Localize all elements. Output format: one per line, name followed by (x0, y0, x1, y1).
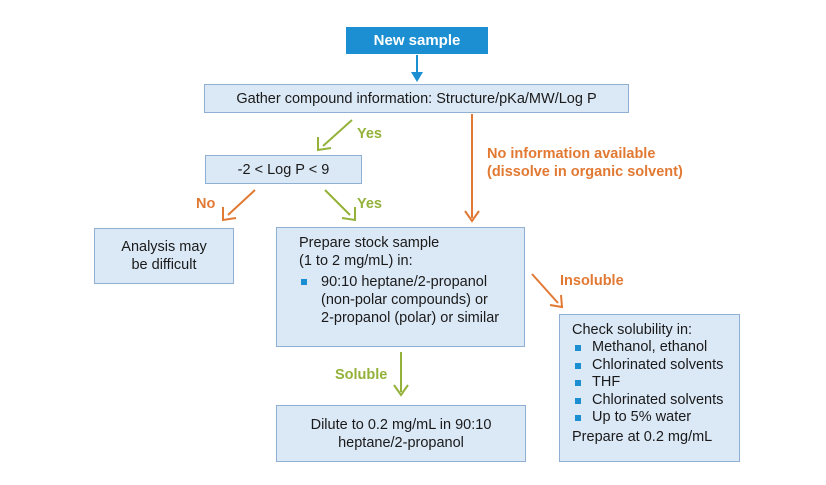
stock-solvent-list: 90:10 heptane/2-propanol (non-polar comp… (299, 273, 514, 327)
arrow-no-information (464, 114, 480, 223)
arrow-stock-to-dilute (393, 352, 409, 397)
dilute-line-1: Dilute to 0.2 mg/mL in 90:10 (310, 416, 492, 433)
new-sample-label: New sample (373, 32, 461, 49)
arrow-stock-to-solubility (531, 273, 564, 309)
gather-info-label: Gather compound information: Structure/p… (236, 90, 597, 107)
stock-solvent-line-1: 90:10 heptane/2-propanol (321, 274, 488, 290)
stock-sample-node: Prepare stock sample (1 to 2 mg/mL) in: … (276, 227, 525, 347)
stock-solvent-item: 90:10 heptane/2-propanol (non-polar comp… (299, 273, 514, 327)
new-sample-node: New sample (346, 27, 488, 54)
stock-sample-line-1: Prepare stock sample (299, 235, 440, 251)
analysis-difficult-line-2: be difficult (131, 257, 197, 273)
prepare-concentration-text: Prepare at 0.2 mg/mL (572, 428, 713, 445)
logp-condition-label: -2 < Log P < 9 (237, 161, 330, 178)
solvent-item: Chlorinated solvents (572, 357, 733, 375)
stock-sample-line-2: (1 to 2 mg/mL) in: (299, 253, 413, 269)
no-information-label: No information available (dissolve in or… (487, 145, 683, 181)
dilute-line-2: heptane/2-propanol (338, 434, 464, 451)
solvent-item: Up to 5% water (572, 409, 733, 427)
no-label: No (196, 196, 216, 212)
logp-condition-node: -2 < Log P < 9 (205, 155, 362, 184)
solvent-item: Chlorinated solvents (572, 392, 733, 410)
yes-label-top: Yes (357, 126, 382, 142)
yes-label-mid: Yes (357, 196, 382, 212)
stock-solvent-line-3: 2-propanol (polar) or similar (321, 310, 500, 326)
solvent-list: Methanol, ethanol Chlorinated solvents T… (572, 339, 733, 427)
arrow-logp-to-difficult (222, 189, 256, 222)
solvent-item: Methanol, ethanol (572, 339, 733, 357)
arrow-gather-to-logp (317, 119, 353, 152)
arrow-logp-to-stock (324, 189, 356, 222)
no-information-line-2: (dissolve in organic solvent) (487, 164, 683, 180)
no-information-line-1: No information available (487, 146, 656, 162)
soluble-label: Soluble (335, 367, 388, 383)
solvent-item: THF (572, 374, 733, 392)
gather-info-node: Gather compound information: Structure/p… (204, 84, 629, 113)
analysis-difficult-line-1: Analysis may (121, 239, 207, 255)
analysis-difficult-node: Analysis may be difficult (94, 228, 234, 284)
dilute-node: Dilute to 0.2 mg/mL in 90:10 heptane/2-p… (276, 405, 526, 462)
check-solubility-heading: Check solubility in: (572, 322, 693, 338)
check-solubility-node: Check solubility in: Methanol, ethanol C… (559, 314, 740, 462)
arrow-start-to-gather (411, 55, 423, 82)
stock-solvent-line-2: (non-polar compounds) or (321, 292, 488, 308)
insoluble-label: Insoluble (560, 273, 624, 289)
